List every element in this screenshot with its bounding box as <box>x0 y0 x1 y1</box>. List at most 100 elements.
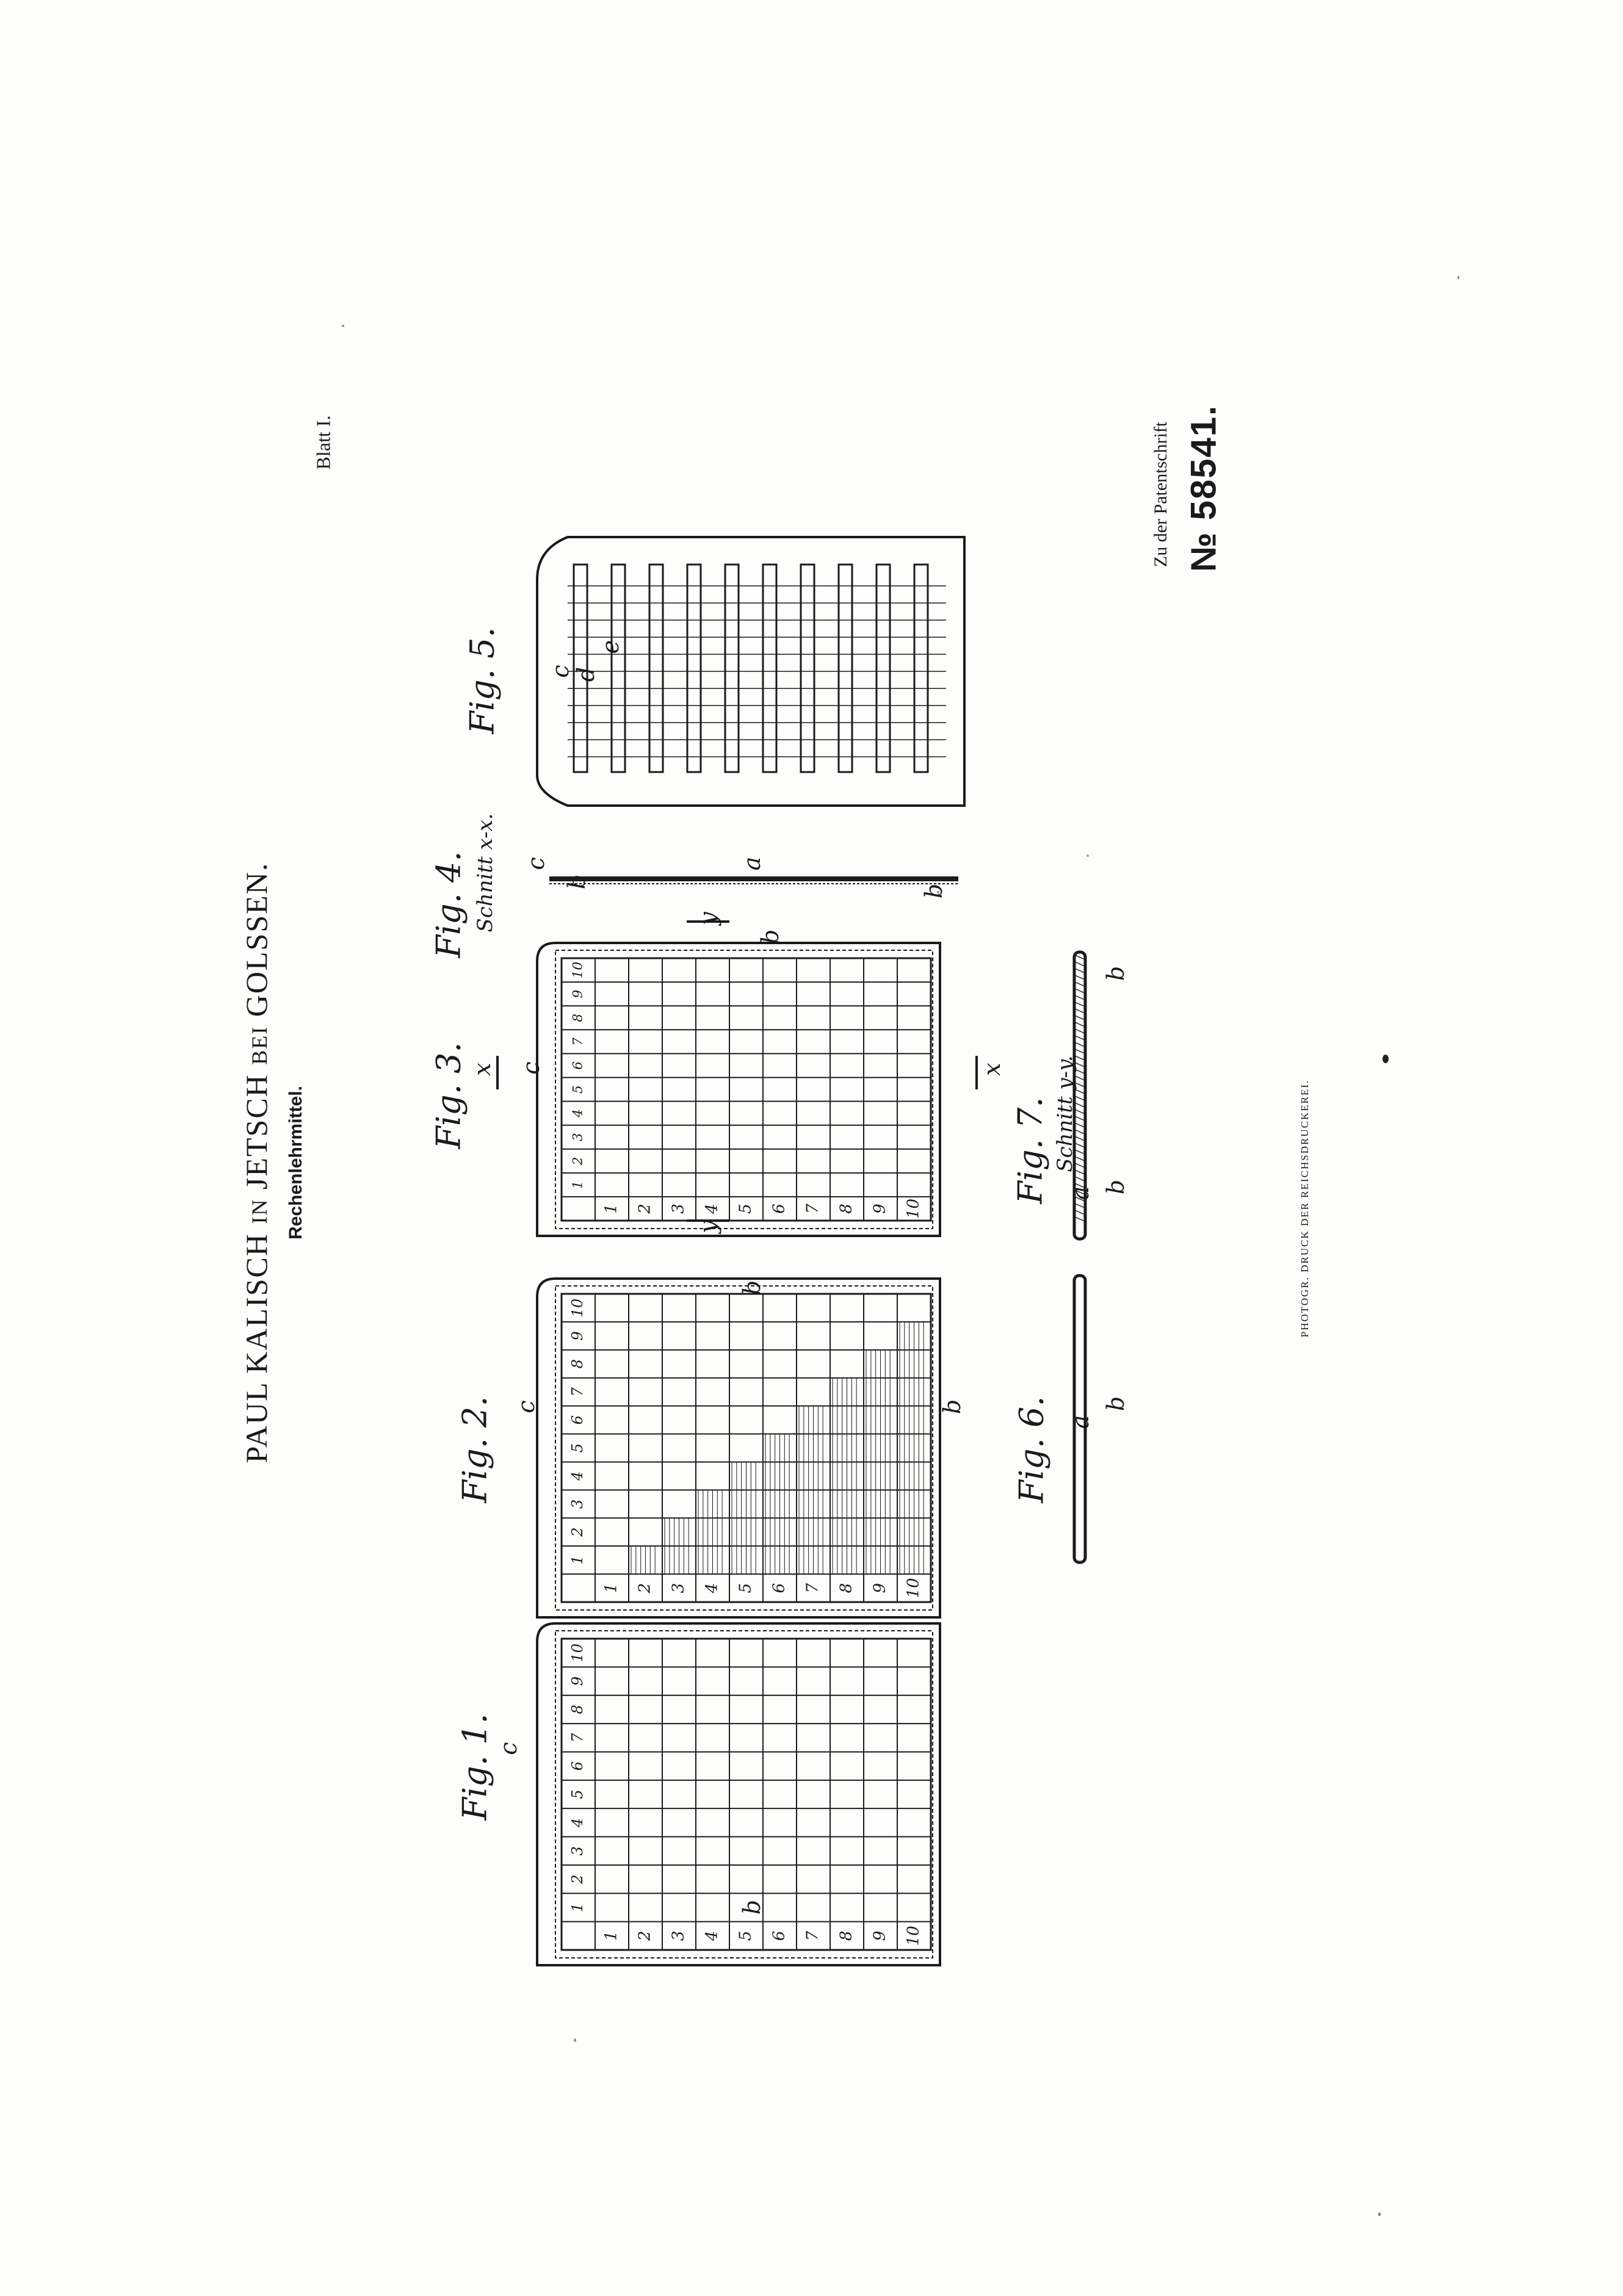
fig2-board-col-number: 9 <box>569 1331 586 1340</box>
fig5-frame <box>536 536 966 807</box>
ink-speck <box>1086 854 1089 857</box>
fig5-slat <box>686 563 702 773</box>
fig2-board-col-number: 4 <box>569 1471 586 1481</box>
fig7-hatch <box>1074 961 1085 967</box>
fig3-board-col-number: 6 <box>571 1061 586 1070</box>
fig7-hatch <box>1074 1176 1085 1182</box>
fig3-board-row-number: 6 <box>770 1204 789 1214</box>
fig3-board-row-number: 2 <box>636 1204 654 1215</box>
fig7-hatch <box>1074 968 1085 973</box>
fig3-board-row-number: 9 <box>871 1204 889 1214</box>
fig7-hatch <box>1074 1156 1085 1161</box>
fig5-slat <box>837 563 853 773</box>
fig1-board-row-number: 5 <box>737 1931 755 1941</box>
fig1-board-col-number: 2 <box>569 1874 586 1884</box>
fig2-board-row-number: 8 <box>837 1583 856 1594</box>
fig3-board-row-number: 5 <box>737 1204 755 1214</box>
fig1-board-row-number: 3 <box>670 1931 688 1941</box>
fig1-board-row-number: 6 <box>770 1931 789 1941</box>
fig7-hatch <box>1074 1022 1085 1027</box>
fig2-board-row-number: 6 <box>770 1583 789 1594</box>
fig7-hatch <box>1074 1002 1085 1007</box>
fig7-hatch <box>1074 1143 1085 1148</box>
ink-speck <box>342 325 344 327</box>
fig7-hatch <box>1074 1183 1085 1188</box>
fig3-board-col-number: 7 <box>571 1038 586 1046</box>
fig7-hatch <box>1074 1096 1085 1101</box>
fig2-board-row-number: 3 <box>670 1583 688 1594</box>
fig7-hatch <box>1074 1169 1085 1175</box>
fig7-hatch <box>1074 1196 1085 1202</box>
fig5-slat <box>648 563 664 773</box>
fig3-board-row-number: 7 <box>804 1204 822 1214</box>
fig1-board-col-number: 5 <box>569 1789 586 1799</box>
fig7-hatch <box>1074 1042 1085 1047</box>
fig3-board-col-number: 8 <box>571 1014 586 1022</box>
fig3-board-row-number: 1 <box>602 1204 621 1214</box>
fig2-board-grid-border <box>560 1293 932 1603</box>
fig7-hatch <box>1074 1109 1085 1114</box>
fig1-board-col-number: 1 <box>569 1903 586 1912</box>
fig1-board-col-number: 3 <box>569 1846 586 1855</box>
fig7-hatch <box>1074 1122 1085 1128</box>
fig1-board-row-number: 9 <box>871 1931 889 1941</box>
fig7-hatch <box>1074 1035 1085 1041</box>
ink-dot <box>1383 1055 1389 1063</box>
fig5-slat <box>913 563 929 773</box>
fig2-board-col-number: 2 <box>569 1528 586 1537</box>
fig7-hatch <box>1074 1055 1085 1061</box>
fig3-board-row-number: 4 <box>703 1204 721 1215</box>
fig2-board-row-number: 5 <box>737 1583 755 1594</box>
fig2-board-row-number: 10 <box>905 1578 923 1598</box>
fig7-hatch <box>1074 1149 1085 1155</box>
fig2-board-col-number: 3 <box>569 1500 586 1509</box>
fig5-slat <box>610 563 626 773</box>
fig3-board-frame <box>536 942 941 1237</box>
fig5-slat <box>800 563 815 773</box>
fig1-board-row-number: 10 <box>905 1926 923 1946</box>
fig2-board-row-number: 7 <box>804 1583 822 1593</box>
fig3-board-col-number: 4 <box>571 1109 586 1118</box>
fig5-slat <box>724 563 740 773</box>
fig7-hatch <box>1074 1203 1085 1208</box>
fig6-rod <box>1072 1274 1087 1564</box>
fig3-board-row-number: 3 <box>670 1204 688 1214</box>
fig2-board-col-number: 8 <box>569 1359 586 1368</box>
fig7-hatch <box>1074 1062 1085 1067</box>
fig1-board-grid-border <box>560 1637 932 1951</box>
fig1-board-col-number: 4 <box>569 1818 586 1828</box>
fig1-board-frame <box>536 1622 941 1966</box>
fig7-hatch <box>1074 1082 1085 1088</box>
fig2-board-row-number: 2 <box>636 1583 654 1594</box>
fig7-hatch <box>1074 1028 1085 1034</box>
fig2-board-frame <box>536 1277 941 1619</box>
fig1-board-row-number: 1 <box>602 1931 621 1941</box>
fig7-hatch <box>1074 1069 1085 1074</box>
fig1-board-row-number: 2 <box>636 1931 654 1942</box>
fig7-hatch <box>1074 1089 1085 1094</box>
fig1-board-row-number: 7 <box>804 1930 822 1941</box>
ink-speck <box>574 2038 576 2042</box>
fig2-board-col-number: 7 <box>569 1387 586 1396</box>
fig1-board-col-number: 10 <box>569 1644 586 1662</box>
fig7-hatch <box>1074 955 1085 960</box>
fig1-board-inner-frame <box>555 1630 933 1958</box>
fig3-board-col-number: 9 <box>571 989 586 998</box>
fig5-slat <box>875 563 891 773</box>
fig7-hatch <box>1074 1163 1085 1168</box>
fig3-board-grid-border <box>560 957 932 1222</box>
fig3-board-col-number: 10 <box>571 962 586 978</box>
fig5-slat <box>573 563 588 773</box>
fig7-hatch <box>1074 1015 1085 1020</box>
fig1-board-row-number: 4 <box>703 1931 721 1942</box>
fig2-board-inner-frame <box>555 1285 933 1611</box>
fig1-board-col-number: 8 <box>569 1705 586 1714</box>
fig3-board-inner-frame <box>555 950 933 1229</box>
fig5-slat <box>762 563 778 773</box>
fig7-hatch <box>1074 1075 1085 1081</box>
fig7-hatch <box>1074 1216 1085 1222</box>
fig7-hatch <box>1074 1102 1085 1108</box>
fig7-hatch <box>1074 1116 1085 1121</box>
